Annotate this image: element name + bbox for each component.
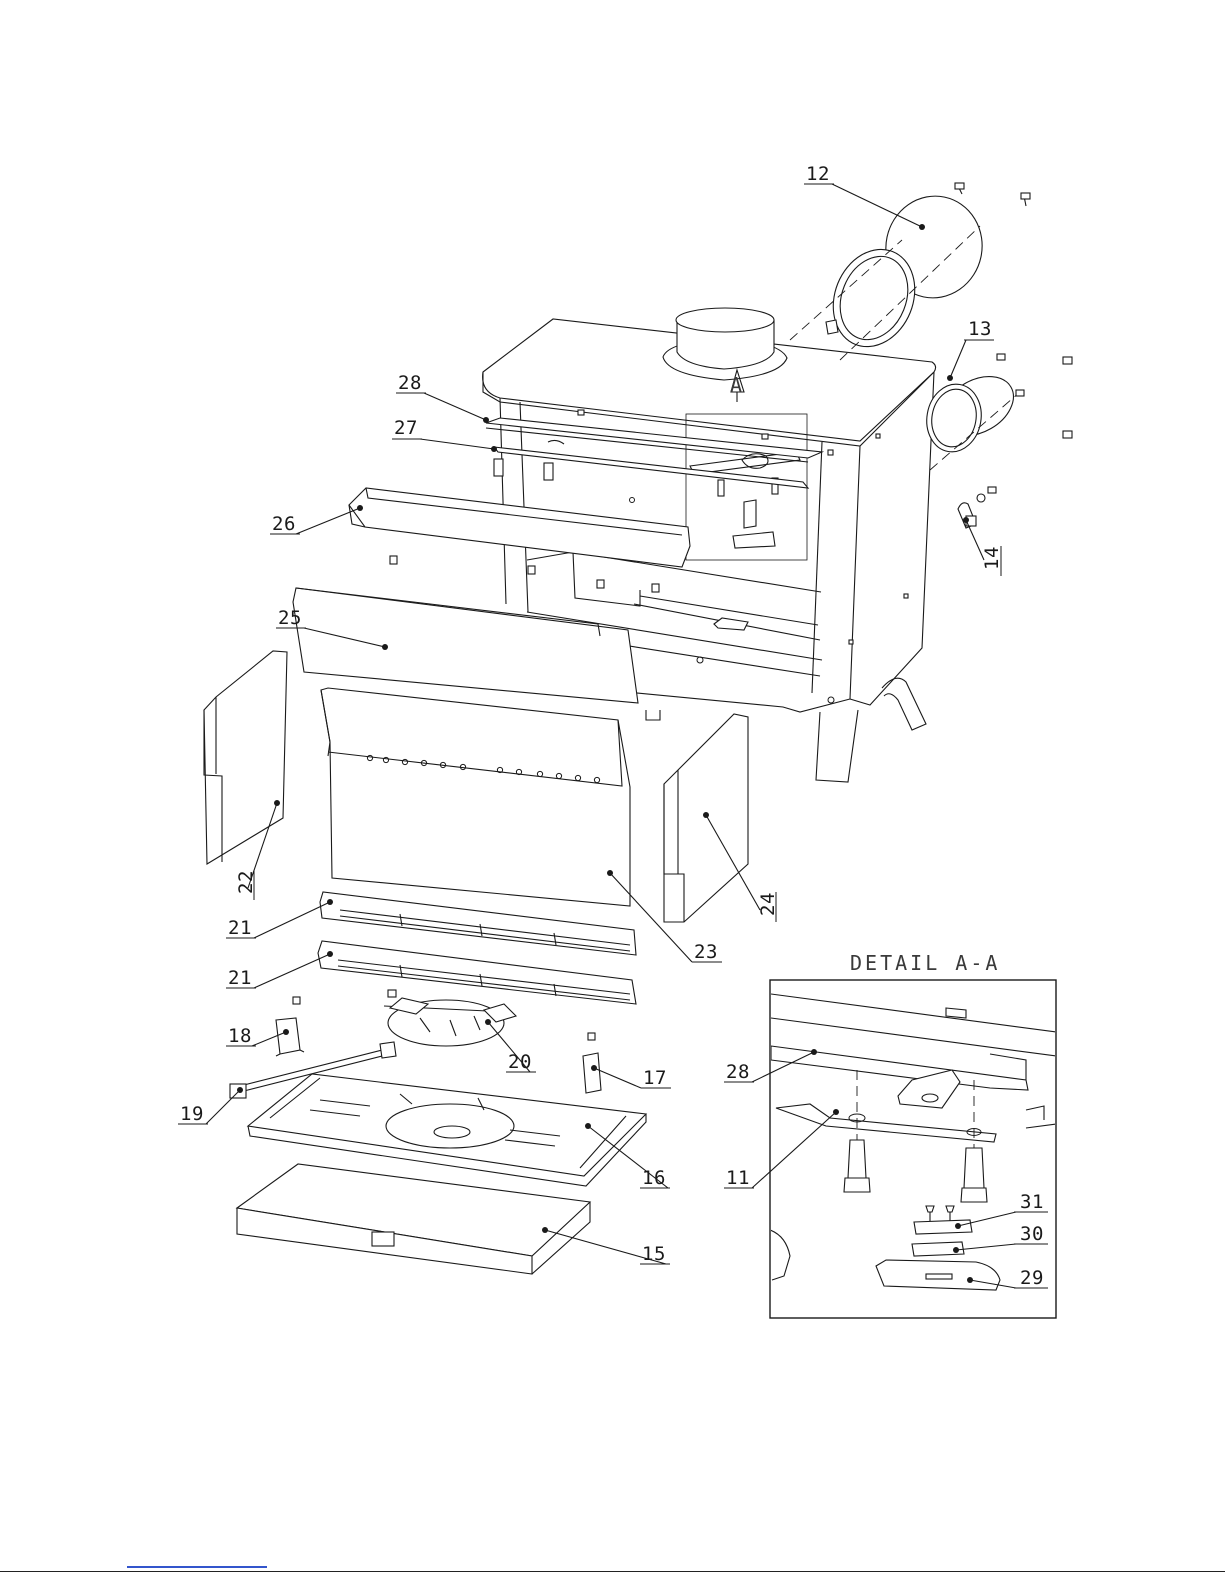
part-22-left-brick xyxy=(204,651,287,864)
label-part-21-lower: 21 xyxy=(228,967,252,989)
label-part-27: 27 xyxy=(394,417,418,439)
label-part-23: 23 xyxy=(694,941,718,963)
part-17-bracket xyxy=(583,1033,601,1093)
label-part-16: 16 xyxy=(642,1167,666,1189)
label-detail-30: 30 xyxy=(1020,1223,1044,1245)
label-part-13: 13 xyxy=(968,318,992,340)
label-part-14: 14 xyxy=(981,546,1003,570)
part-20-riddling-grate xyxy=(384,990,516,1046)
section-mark-a: A xyxy=(730,373,745,397)
label-part-12: 12 xyxy=(806,163,830,185)
part-21-grate-lower xyxy=(318,941,636,1004)
footer-link-underline[interactable] xyxy=(127,1566,267,1568)
label-part-25: 25 xyxy=(278,607,302,629)
label-part-28: 28 xyxy=(398,372,422,394)
label-detail-31: 31 xyxy=(1020,1191,1044,1213)
label-part-26: 26 xyxy=(272,513,296,535)
label-part-17: 17 xyxy=(643,1067,667,1089)
part-26-top-baffle xyxy=(349,488,690,592)
label-part-21-upper: 21 xyxy=(228,917,252,939)
part-13-flue-spigot xyxy=(922,354,1072,470)
part-15-ashpan xyxy=(237,1164,590,1274)
detail-title: DETAIL A-A xyxy=(850,951,1000,975)
part-12-flue-plate xyxy=(790,183,1030,360)
part-25-baffle-plate xyxy=(293,588,638,703)
label-part-15: 15 xyxy=(642,1243,666,1265)
part-23-rear-brick xyxy=(321,688,630,906)
label-detail-11: 11 xyxy=(726,1167,750,1189)
label-part-20: 20 xyxy=(508,1051,532,1073)
footer-rule xyxy=(0,1571,1225,1572)
part-18-bracket xyxy=(276,997,304,1056)
label-part-19: 19 xyxy=(180,1103,204,1125)
detail-region-contents xyxy=(690,452,800,548)
label-detail-29: 29 xyxy=(1020,1267,1044,1289)
label-detail-28: 28 xyxy=(726,1061,750,1083)
label-part-18: 18 xyxy=(228,1025,252,1047)
